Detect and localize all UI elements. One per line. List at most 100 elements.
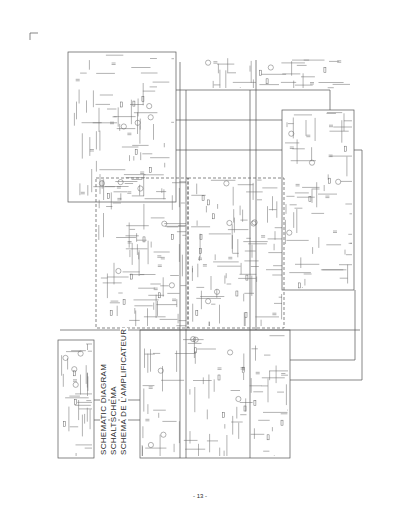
wire [209, 233, 231, 234]
wire [233, 82, 256, 83]
wire [161, 188, 162, 193]
wire [211, 276, 212, 290]
wire [189, 389, 190, 395]
wire [172, 182, 186, 183]
wire [228, 229, 249, 230]
wire [167, 293, 179, 294]
resistor-symbol [218, 375, 220, 380]
resistor-symbol [142, 97, 144, 102]
capacitor-symbol [117, 187, 121, 189]
transistor-symbol [162, 221, 167, 226]
wire [78, 400, 79, 420]
wire [138, 252, 139, 259]
wire [243, 373, 244, 380]
wire [281, 375, 288, 376]
wire [281, 413, 288, 414]
wire [347, 265, 348, 284]
resistor-symbol [242, 367, 244, 372]
wire [207, 440, 218, 441]
transistor-symbol [169, 283, 174, 288]
wire [294, 114, 312, 115]
resistor-symbol [149, 167, 151, 172]
wire [130, 229, 136, 230]
wire [238, 423, 239, 439]
wire [287, 122, 288, 127]
capacitor-symbol [272, 313, 276, 315]
wire [232, 416, 233, 435]
capacitor-symbol [228, 257, 232, 259]
capacitor-symbol [296, 184, 300, 186]
wire [346, 254, 352, 255]
wire [87, 185, 88, 196]
wire [157, 301, 158, 316]
wire [179, 181, 186, 182]
wire [175, 353, 196, 354]
wire [153, 410, 166, 411]
wire [201, 291, 202, 310]
wire [100, 95, 113, 96]
wire [96, 131, 97, 149]
wire [257, 180, 261, 181]
capacitor-symbol [149, 387, 153, 389]
wire [251, 61, 252, 83]
wire [190, 431, 191, 443]
wire [93, 122, 117, 123]
wire [203, 377, 204, 384]
wire [129, 250, 130, 257]
wire [245, 251, 256, 252]
wire [214, 379, 215, 391]
wire [297, 197, 315, 198]
wire [350, 213, 353, 214]
resistor-symbol [202, 196, 204, 201]
wire [172, 195, 173, 210]
wire [86, 344, 92, 345]
wire [272, 275, 282, 276]
wire [142, 445, 143, 456]
wire [185, 449, 205, 450]
wire [238, 184, 254, 185]
wire [75, 393, 92, 394]
wire [233, 209, 234, 222]
wire [132, 243, 133, 265]
wire [209, 322, 210, 326]
wire [296, 209, 297, 233]
wire [130, 104, 144, 105]
wire [295, 85, 313, 86]
resistor-symbol [158, 293, 160, 298]
component-wiring [62, 55, 352, 456]
wire [106, 206, 112, 207]
transistor-symbol [121, 124, 126, 129]
wire [126, 225, 149, 226]
wire [132, 195, 144, 196]
resistor-symbol [324, 67, 326, 72]
wire [143, 385, 155, 386]
wire [118, 293, 122, 294]
wire [275, 231, 276, 240]
capacitor-symbol [198, 258, 202, 260]
wire [329, 61, 339, 62]
wire [243, 241, 267, 242]
wire [274, 244, 275, 251]
wire [160, 285, 169, 286]
wire [272, 427, 273, 431]
wire [236, 407, 237, 419]
wire [288, 123, 294, 124]
wire [330, 156, 352, 157]
wire [156, 191, 166, 192]
wire [255, 316, 279, 317]
transistor-symbol [251, 221, 256, 226]
wire [257, 199, 262, 200]
wire [274, 455, 275, 457]
wire [209, 434, 210, 452]
wire [118, 107, 119, 126]
wire [315, 118, 316, 141]
wire [197, 264, 198, 278]
wire [79, 183, 80, 195]
wire [246, 191, 263, 192]
wire [232, 235, 233, 253]
wire [88, 351, 92, 352]
wire [105, 186, 129, 187]
wire [300, 257, 301, 268]
wire [71, 350, 86, 351]
wire [178, 225, 186, 226]
